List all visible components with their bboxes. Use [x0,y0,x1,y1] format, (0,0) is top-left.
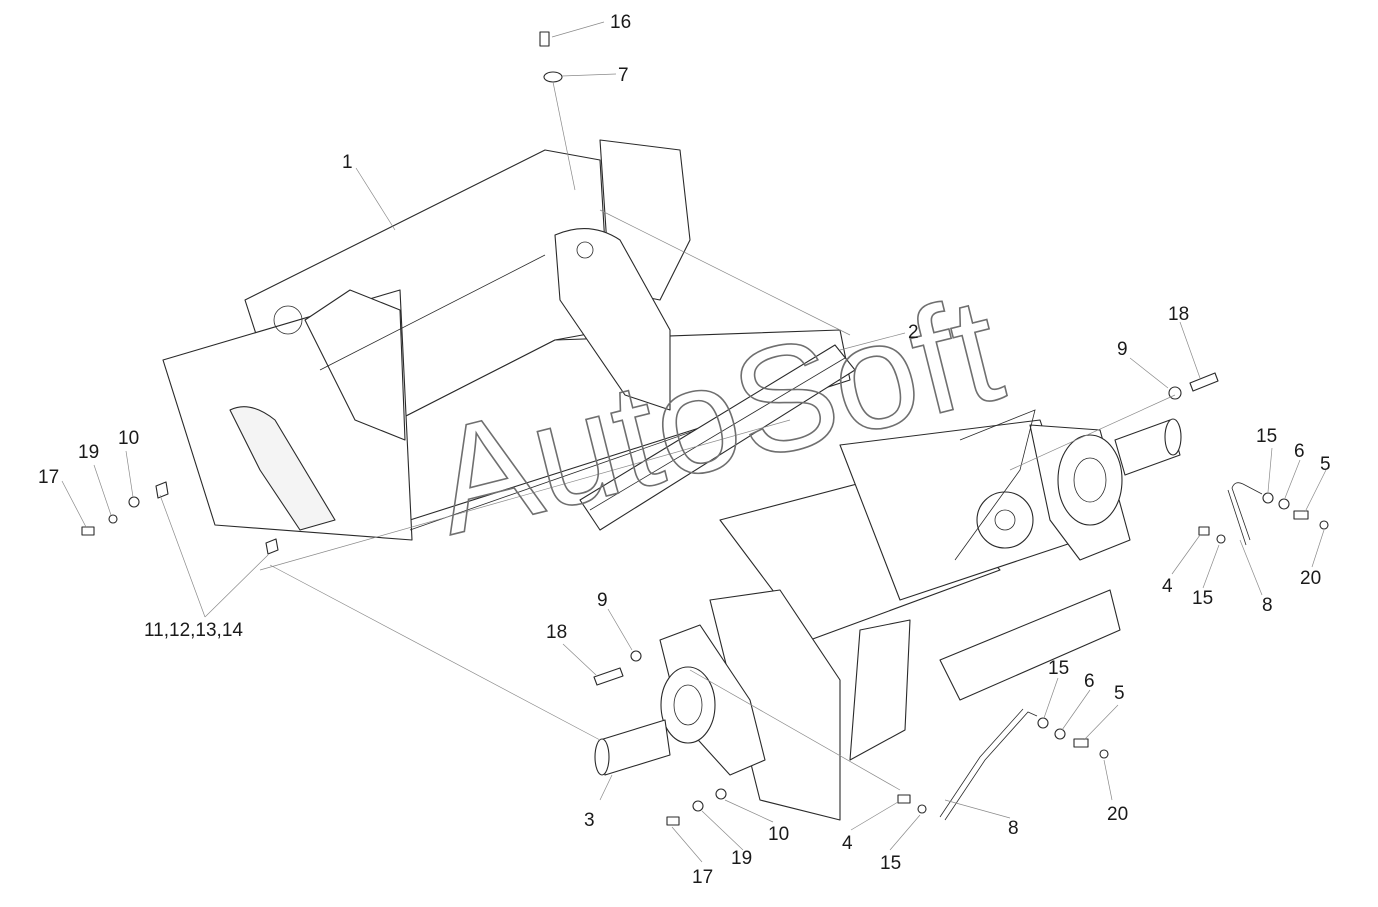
callout-7: 7 [618,65,629,86]
callout-19-bottom: 19 [731,848,752,869]
callout-9-mid: 9 [597,590,608,611]
callout-19-left: 19 [78,442,99,463]
callout-15-bottom-a: 15 [1048,658,1069,679]
callout-10-left: 10 [118,428,139,449]
callout-11-14: 11,12,13,14 [144,620,243,641]
callout-6-bottom: 6 [1084,671,1095,692]
callout-1: 1 [342,152,353,173]
callout-20-top: 20 [1300,568,1321,589]
callout-10-bottom: 10 [768,824,789,845]
callout-4-top: 4 [1162,576,1173,597]
rotor-assembly [594,409,1182,821]
leader-lines [61,21,1327,863]
bar-part-2 [579,344,856,531]
callout-18-top: 18 [1168,304,1189,325]
housing-assembly [162,139,851,541]
callout-3: 3 [584,810,595,831]
callout-5-top: 5 [1320,454,1331,475]
callout-16: 16 [610,12,631,33]
callout-labels: 16 7 1 2 18 9 15 6 5 20 4 15 8 17 19 10 … [38,12,1331,888]
callout-4-bottom: 4 [842,833,853,854]
callout-20-bottom: 20 [1107,804,1128,825]
callout-17-left: 17 [38,467,59,488]
callout-2: 2 [908,322,919,343]
callout-8-bottom: 8 [1008,818,1019,839]
callout-6-top: 6 [1294,441,1305,462]
callout-15-top-a: 15 [1256,426,1277,447]
callout-15-bottom-b: 15 [880,853,901,874]
callout-5-bottom: 5 [1114,683,1125,704]
small-parts [81,31,1329,826]
callout-8-top: 8 [1262,595,1273,616]
callout-18-mid: 18 [546,622,567,643]
callout-15-top-b: 15 [1192,588,1213,609]
callout-17-bottom: 17 [692,867,713,888]
callout-9-top: 9 [1117,339,1128,360]
